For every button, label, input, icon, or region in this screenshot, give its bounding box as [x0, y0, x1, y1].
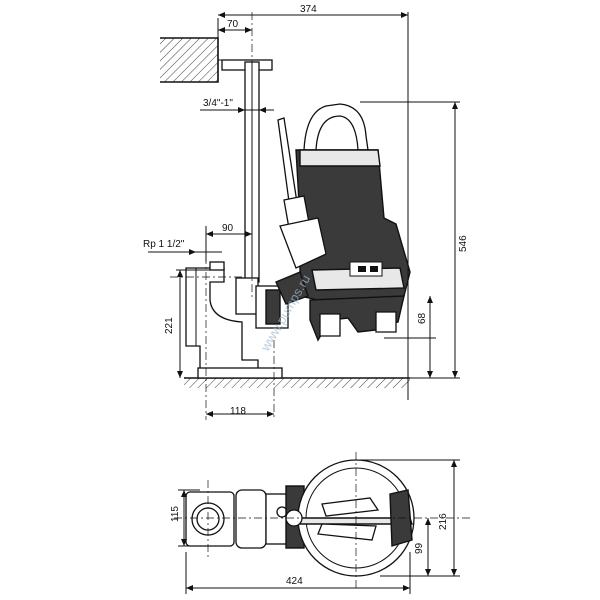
wall-bracket-hatch — [160, 38, 218, 82]
plan-view: 115 216 99 424 — [170, 452, 470, 594]
side-view: 70 374 3/4"-1" 90 Rp 1 1/2" 221 546 68 — [143, 4, 469, 420]
dim-overall-height: 546 — [458, 235, 469, 252]
dim-plan-center: 99 — [414, 542, 425, 554]
dim-total-width: 374 — [300, 4, 317, 15]
dim-guide-distance: 90 — [222, 223, 234, 234]
dim-min-level: 68 — [417, 312, 428, 324]
dim-top-offset: 70 — [227, 19, 239, 30]
pump-handle — [303, 103, 369, 151]
dim-outlet-thread: Rp 1 1/2" — [143, 239, 185, 250]
dim-plan-width: 115 — [170, 506, 181, 522]
dim-plan-length: 424 — [286, 576, 303, 587]
floor-hatch — [184, 378, 410, 388]
pump-volute — [309, 295, 405, 342]
dim-base-height: 221 — [164, 317, 175, 334]
dim-pipe-size: 3/4"-1" — [203, 98, 233, 109]
dim-base-width: 118 — [230, 406, 246, 417]
dim-plan-depth: 216 — [438, 513, 449, 530]
